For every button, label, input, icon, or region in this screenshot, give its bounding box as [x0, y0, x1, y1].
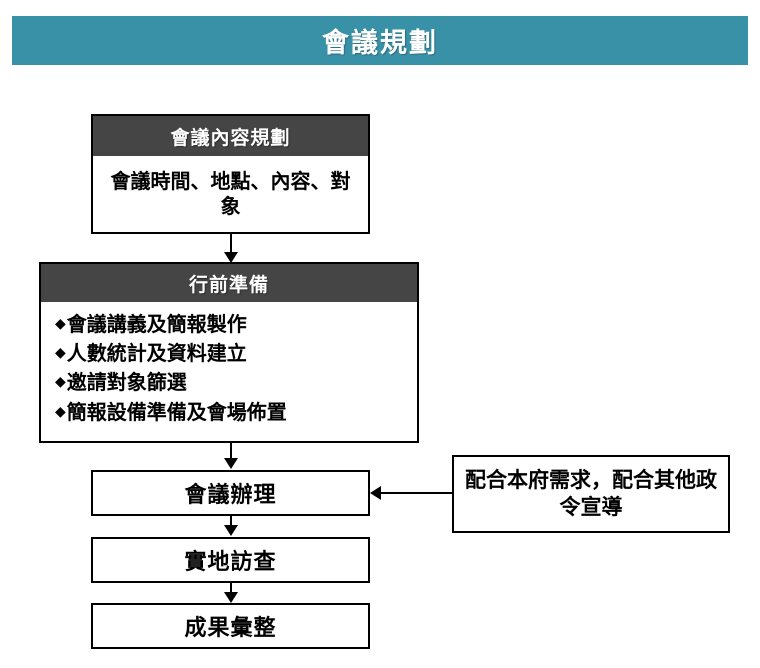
list-item-label: 會議講義及簡報製作: [66, 312, 247, 336]
diamond-bullet-icon: ◆: [55, 403, 66, 420]
connector-line: [230, 443, 232, 459]
flow-box-field-visit: 實地訪查: [91, 537, 370, 583]
flow-box-results-compilation: 成果彙整: [91, 603, 370, 649]
arrow-down-icon: [224, 525, 238, 536]
arrow-left-icon: [370, 486, 381, 500]
list-item-label: 簡報設備準備及會場佈置: [66, 399, 287, 424]
box-header-meeting-content-planning: 會議內容規劃: [93, 116, 368, 156]
connector-line: [230, 234, 232, 254]
page-title-banner: 會議規劃: [12, 16, 748, 65]
connector-line: [381, 492, 452, 494]
list-item-label: 人數統計及資料建立: [66, 341, 247, 366]
flow-box-preparation: 行前準備 ◆會議講義及簡報製作 ◆人數統計及資料建立 ◆邀請對象篩選 ◆簡報設備…: [39, 262, 419, 443]
connector-line: [230, 583, 232, 594]
list-item: ◆邀請對象篩選: [55, 368, 417, 397]
page-title: 會議規劃: [322, 28, 438, 59]
arrow-down-icon: [224, 592, 238, 603]
flow-box-meeting-hold: 會議辦理: [91, 470, 370, 516]
flow-box-meeting-content-planning: 會議內容規劃 會議時間、地點、內容、對象: [91, 114, 370, 234]
list-item: ◆人數統計及資料建立: [55, 339, 417, 368]
list-item: ◆簡報設備準備及會場佈置: [55, 398, 417, 427]
list-item-label: 邀請對象篩選: [66, 370, 187, 395]
diamond-bullet-icon: ◆: [55, 345, 66, 362]
connector-line: [230, 516, 232, 527]
box-header-preparation: 行前準備: [41, 264, 417, 302]
diamond-bullet-icon: ◆: [55, 316, 66, 332]
box-body-meeting-content-planning: 會議時間、地點、內容、對象: [110, 169, 351, 218]
list-item: ◆會議講義及簡報製作: [55, 310, 417, 339]
arrow-down-icon: [224, 252, 238, 263]
arrow-down-icon: [224, 458, 238, 469]
diamond-bullet-icon: ◆: [55, 374, 66, 391]
flow-box-side-note: 配合本府需求，配合其他政令宣導: [452, 455, 730, 533]
box-body-preparation: ◆會議講義及簡報製作 ◆人數統計及資料建立 ◆邀請對象篩選 ◆簡報設備準備及會場…: [41, 302, 417, 441]
